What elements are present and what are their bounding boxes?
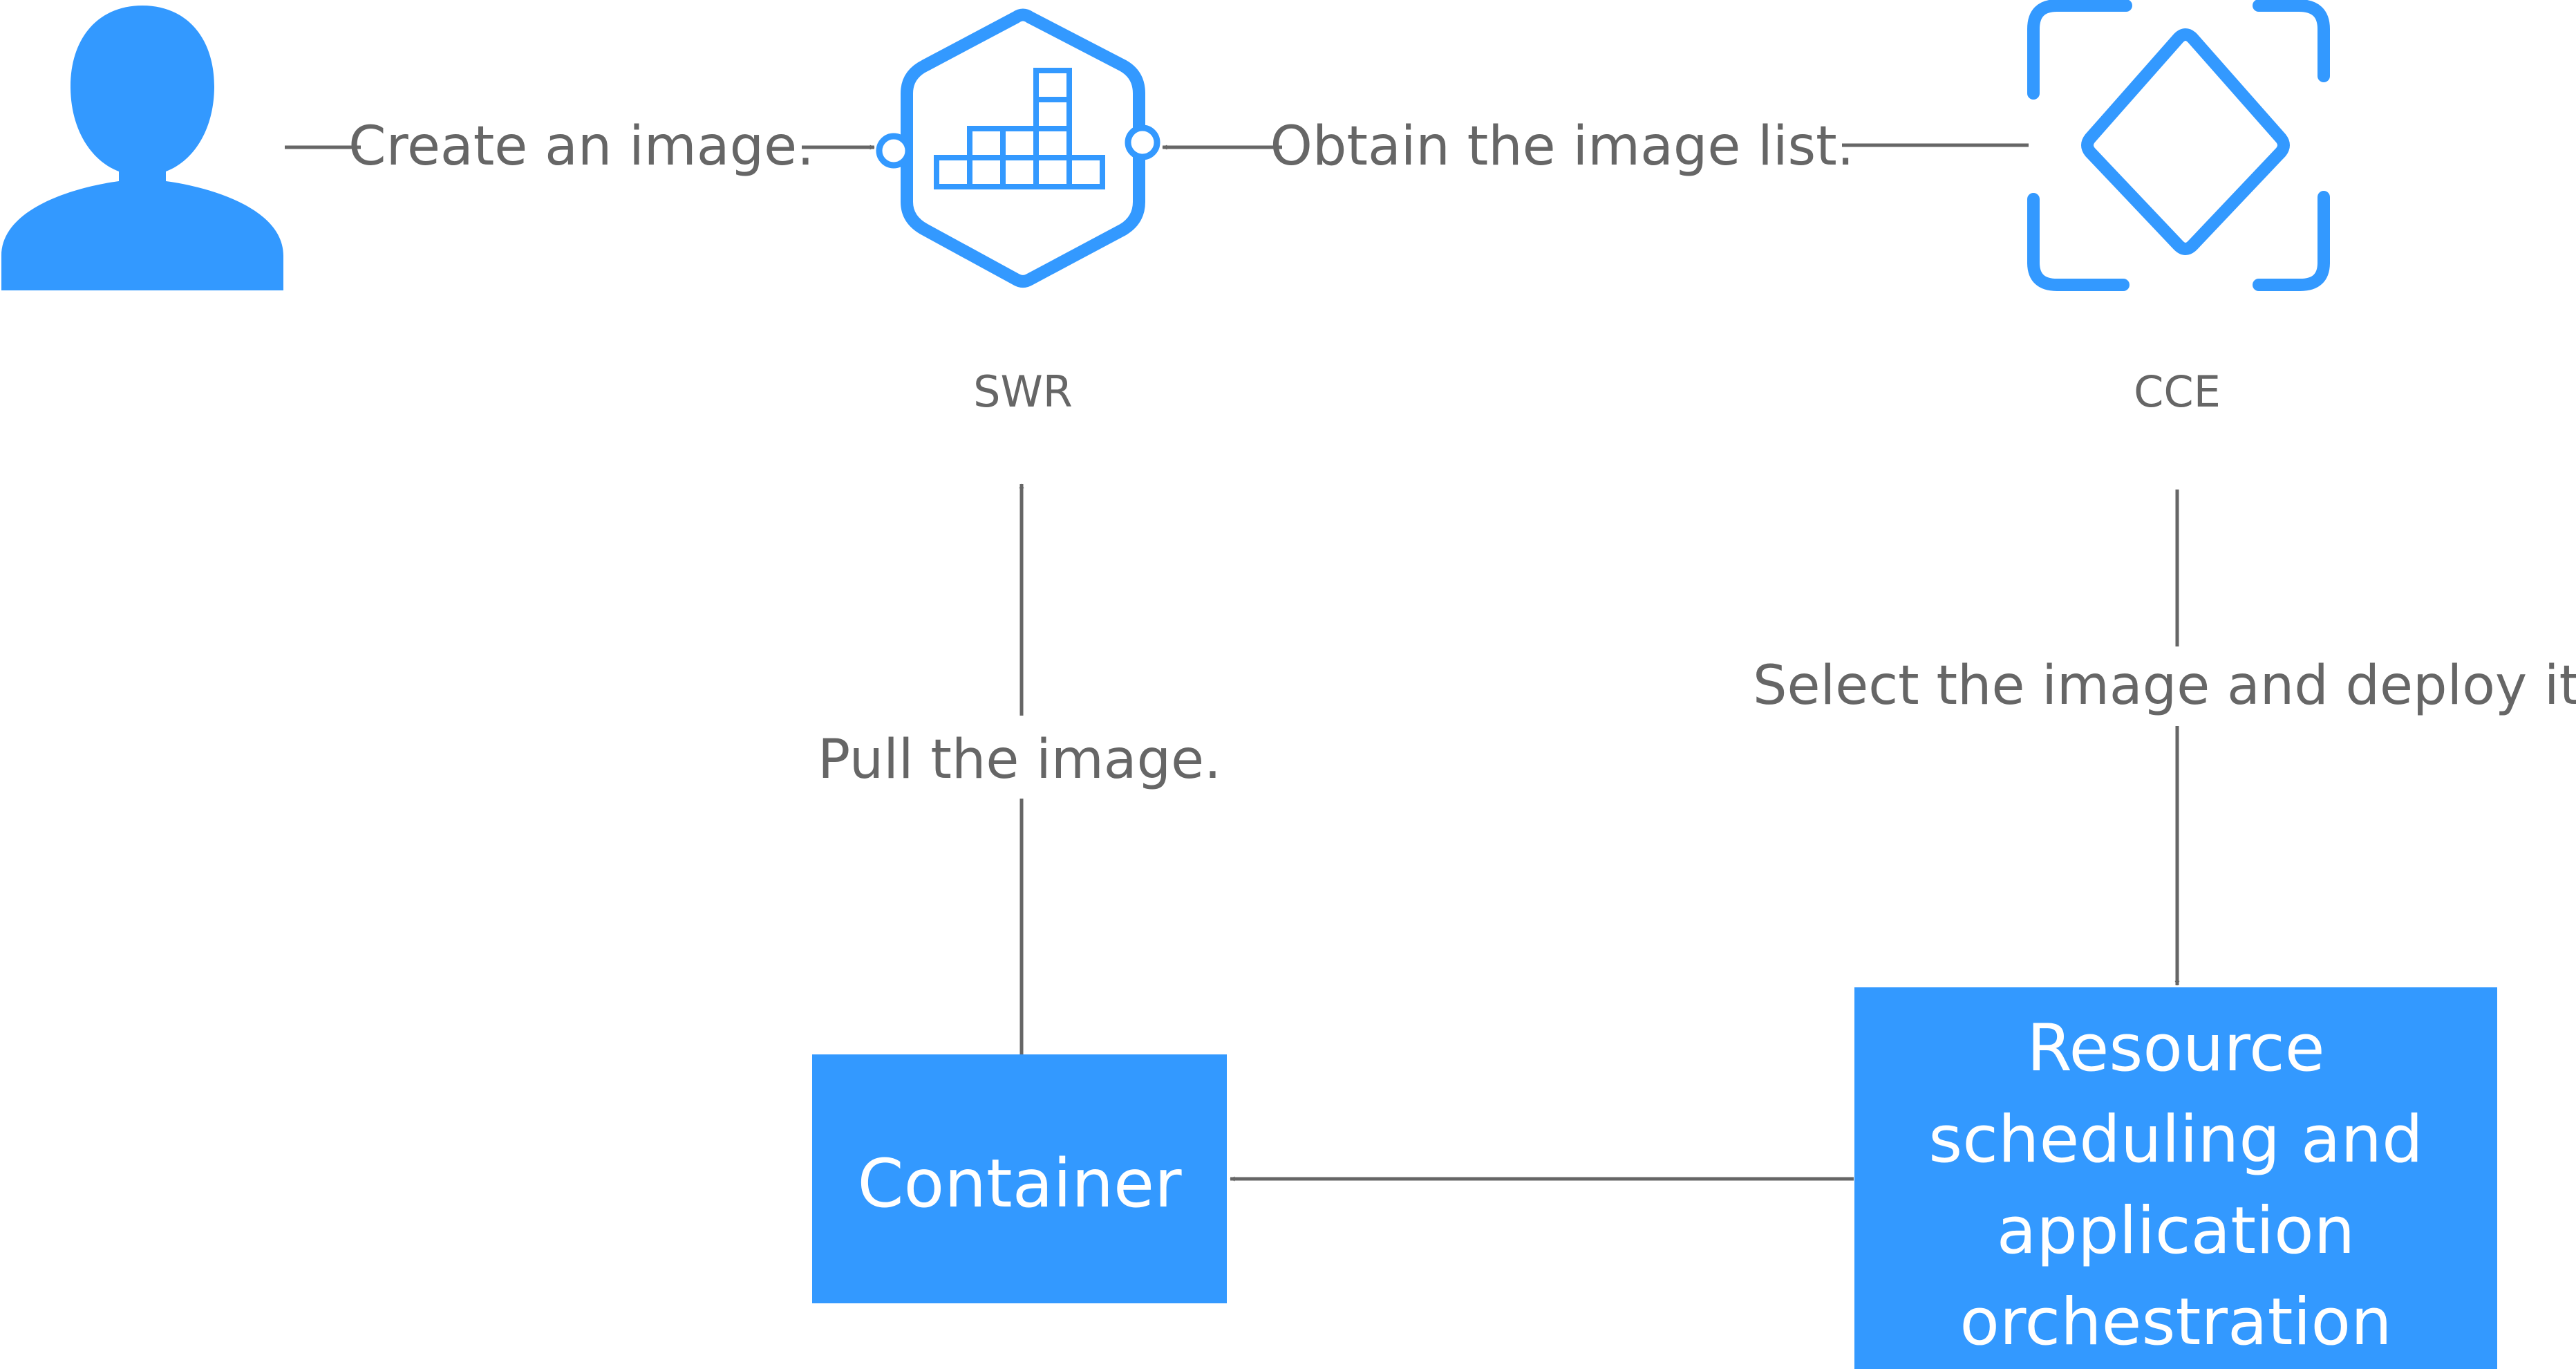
swr-left-port-icon (876, 133, 912, 169)
cce-diamond-frame-icon (2027, 0, 2330, 291)
swr-label: SWR (973, 366, 1073, 417)
cce-label: CCE (2134, 366, 2221, 417)
resource-box-label-line-4: orchestration (1959, 1285, 2391, 1360)
resource-box-label-line-1: Resource (2027, 1011, 2324, 1086)
resource-scheduling-box (1854, 987, 2497, 1369)
pull-image-edge-label: Pull the image. (818, 729, 1221, 791)
obtain-list-edge-label: Obtain the image list. (1270, 115, 1854, 178)
container-box-label: Container (857, 1145, 1182, 1222)
create-image-edge-label: Create an image. (348, 115, 814, 178)
resource-box-label-line-2: scheduling and (1928, 1102, 2423, 1177)
container-box (812, 1054, 1227, 1303)
swr-container-registry-icon (876, 8, 1160, 288)
swr-right-port-icon (1125, 124, 1160, 160)
resource-box-label-line-3: application (1997, 1193, 2356, 1269)
user-icon (1, 6, 283, 290)
select-deploy-edge-label: Select the image and deploy it. (1753, 655, 2576, 717)
